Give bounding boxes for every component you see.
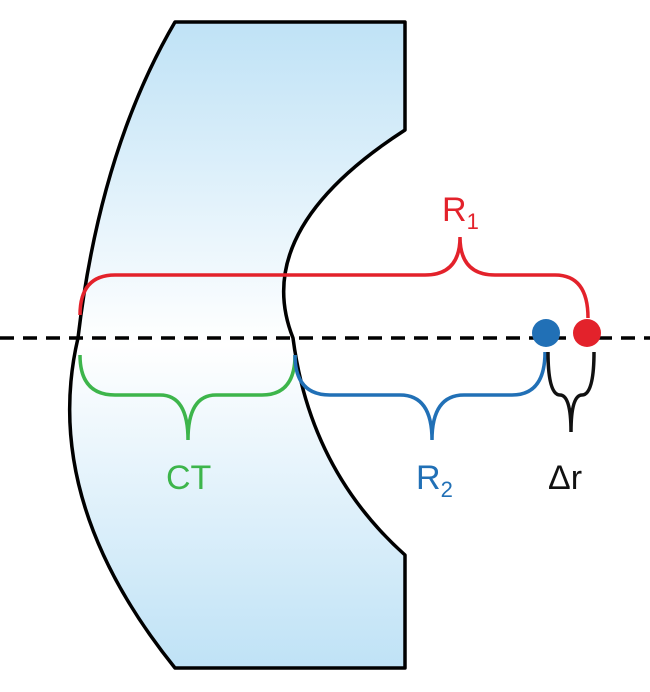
r1-center-point (573, 319, 601, 347)
r2-brace (293, 351, 547, 441)
ct-label: CT (166, 459, 212, 497)
r1-brace (78, 236, 590, 319)
r1-label: R1 (442, 191, 479, 234)
delta-r-label: Δr (548, 459, 583, 497)
ct-brace (78, 354, 297, 441)
r2-label: R2 (416, 459, 453, 502)
r2-center-point (532, 319, 560, 347)
delta-r-brace (546, 351, 596, 433)
meniscus-lens (67, 20, 407, 670)
